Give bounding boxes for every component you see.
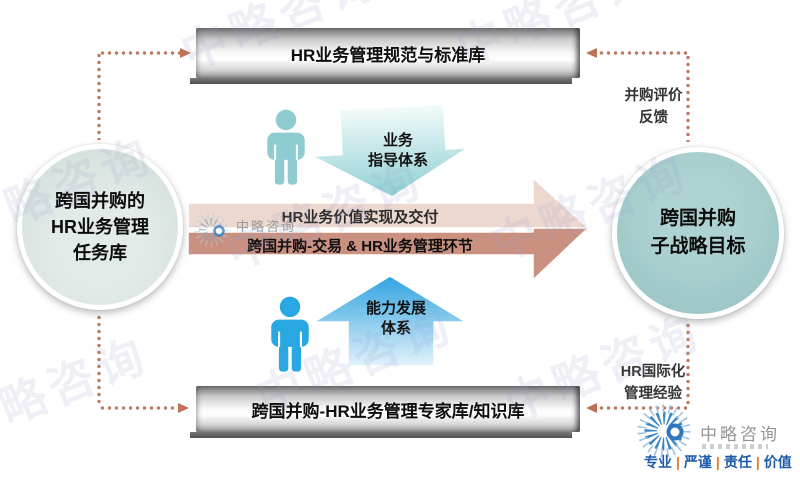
inline-brand-tagline	[238, 235, 294, 239]
connector-top-right-horizontal	[598, 51, 688, 55]
footer-motto: 专业|严谨|责任|价值	[644, 452, 794, 472]
motto-value: 专业	[644, 454, 672, 470]
acquisition-feedback-line: 反馈	[639, 109, 668, 126]
capability-system-label: 能力发展 体系	[336, 299, 456, 340]
strategy-goal-line: 子战略目标	[650, 236, 746, 257]
connector-bottom-right-horizontal	[598, 406, 688, 410]
capability-arrow-up	[313, 276, 467, 367]
connector-top-left-vertical	[97, 52, 101, 140]
footer-brand-logo: 中略咨询 专业|严谨|责任|价值	[628, 403, 793, 478]
person-icon	[271, 296, 309, 372]
standards-library-label: HR业务管理规范与标准库	[290, 45, 486, 65]
guidance-system-line: 业务	[382, 132, 413, 149]
expert-knowledge-library-label: 跨国并购-HR业务管理专家库/知识库	[251, 401, 525, 421]
strategy-goal-circle: 跨国并购 子战略目标	[612, 147, 784, 319]
connector-bottom-left-vertical	[97, 314, 101, 406]
expert-knowledge-library-bar: 跨国并购-HR业务管理专家库/知识库	[190, 386, 580, 438]
arrowhead-left-icon	[586, 48, 597, 58]
footer-brand-name: 中略咨询	[700, 425, 780, 444]
main-process-arrow	[187, 177, 589, 281]
motto-value: 责任	[723, 454, 752, 470]
arrowhead-left-icon	[586, 403, 597, 413]
acquisition-feedback-note: 并购评价 反馈	[606, 86, 701, 130]
task-library-line: 跨国并购的	[55, 190, 145, 211]
inline-brand-watermark: 中略咨询	[194, 209, 314, 251]
guidance-system-line: 指导体系	[367, 152, 428, 170]
strategy-goal-line: 跨国并购	[659, 208, 736, 230]
value-delivery-label: HR业务价值实现及交付	[281, 209, 439, 226]
task-library-line: 任务库	[73, 243, 127, 264]
capability-system-line: 体系	[380, 320, 411, 338]
guidance-arrow-down	[311, 103, 469, 198]
acquisition-feedback-line: 并购评价	[624, 88, 683, 104]
arrowhead-right-icon	[180, 48, 191, 58]
motto-separator: |	[676, 454, 680, 470]
hr-internationalization-note: HR国际化 管理经验	[603, 362, 703, 406]
guidance-system-label: 业务 指导体系	[338, 131, 458, 172]
motto-value: 严谨	[683, 454, 712, 470]
inline-brand-name: 中略咨询	[236, 219, 297, 234]
connector-top-left-horizontal	[99, 51, 180, 55]
motto-separator: |	[755, 454, 760, 470]
hr-internationalization-line: HR国际化	[620, 364, 686, 380]
arrowhead-right-icon	[178, 403, 189, 413]
hr-internationalization-line: 管理经验	[624, 385, 682, 402]
connector-top-right-vertical	[686, 54, 690, 142]
motto-separator: |	[715, 454, 720, 470]
person-icon	[267, 109, 305, 185]
capability-system-line: 能力发展	[365, 300, 426, 317]
footer-brand-tagline	[702, 444, 768, 449]
transaction-management-label: 跨国并购-交易 & HR业务管理环节	[247, 238, 473, 255]
connector-bottom-right-vertical	[686, 322, 690, 406]
motto-value: 价值	[763, 454, 792, 470]
task-library-line: HR业务管理	[51, 216, 149, 237]
starburst-logo-icon	[194, 213, 228, 247]
watermark-text: 中略咨询	[0, 327, 157, 454]
starburst-logo-icon	[637, 404, 691, 458]
standards-library-bar: HR业务管理规范与标准库	[190, 28, 580, 84]
task-library-circle: 跨国并购的 HR业务管理 任务库	[17, 144, 183, 310]
connector-bottom-left-horizontal	[99, 406, 178, 410]
